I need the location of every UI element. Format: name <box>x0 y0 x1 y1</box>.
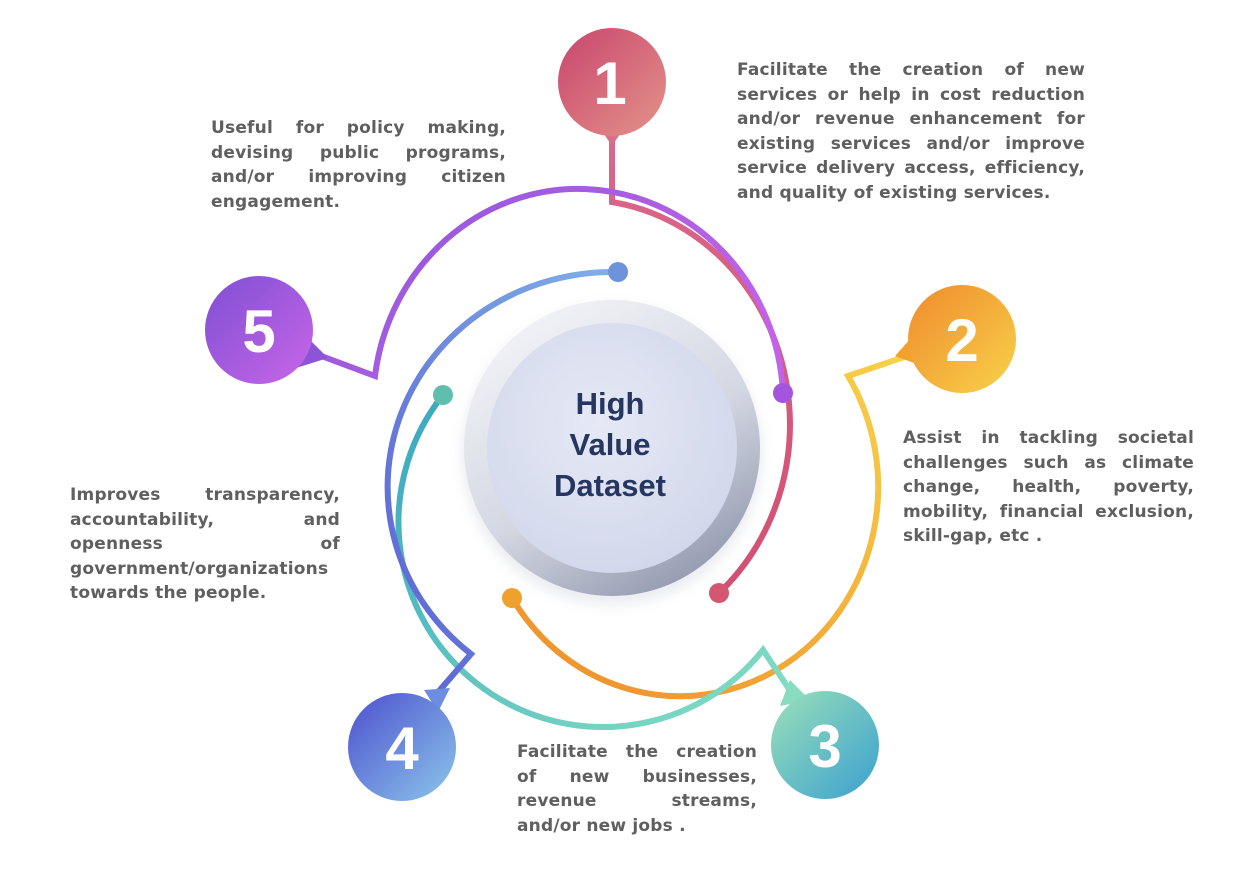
arc-5-end-dot <box>773 383 793 403</box>
step-4-marker: 4 <box>348 688 456 801</box>
step-3-marker: 3 <box>771 680 879 799</box>
arc-3-end-dot <box>433 385 453 405</box>
arc-3 <box>395 392 796 731</box>
step-4-description: Improves transparency, accountability, a… <box>70 485 340 604</box>
step-5-description: Useful for policy making, devising publi… <box>211 118 506 212</box>
center-title-line-1: High <box>575 386 645 421</box>
step-5-marker: 5 <box>205 276 328 384</box>
step-3-description: Facilitate the creation of new businesse… <box>517 742 757 836</box>
step-1-marker: 1 <box>558 28 666 146</box>
arc-1-end-dot <box>709 583 729 603</box>
center-title: High Value Dataset <box>505 383 715 506</box>
step-2-description: Assist in tackling societal challenges s… <box>903 428 1194 547</box>
step-2-marker: 2 <box>895 285 1016 393</box>
arc-2-end-dot <box>502 588 522 608</box>
arc-4-end-dot <box>608 262 628 282</box>
arc-5 <box>313 185 786 396</box>
arc-2 <box>509 351 916 700</box>
center-title-line-3: Dataset <box>554 468 666 503</box>
step-3-number: 3 <box>808 713 841 780</box>
step-2-number: 2 <box>945 307 978 374</box>
center-title-line-2: Value <box>569 427 651 462</box>
step-5-number: 5 <box>242 298 275 365</box>
center-disc <box>462 300 762 605</box>
step-1-description: Facilitate the creation of new services … <box>737 60 1085 203</box>
step-4-number: 4 <box>385 715 419 782</box>
arc-4 <box>384 268 621 701</box>
step-1-number: 1 <box>593 50 626 117</box>
